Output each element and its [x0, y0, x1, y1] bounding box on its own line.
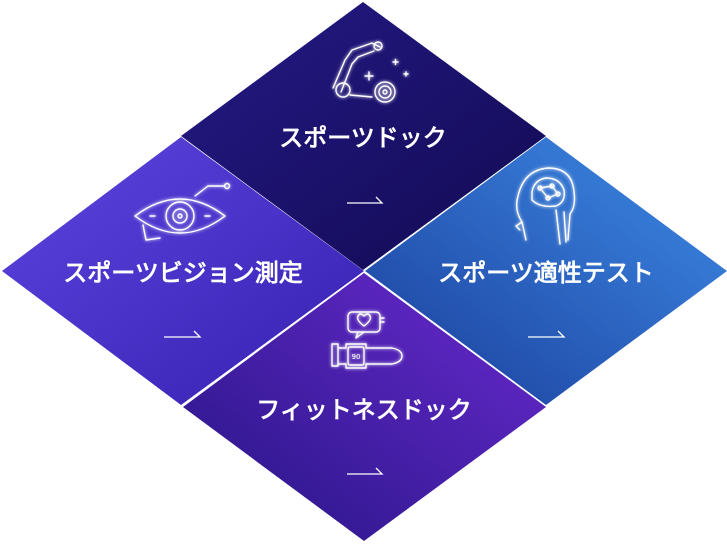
watch-heart-rate-glyph: 90	[352, 353, 361, 361]
tile-sports-dock[interactable]: スポーツドック	[181, 2, 546, 270]
tile-fitness-dock[interactable]: 90 フィットネスドック	[183, 273, 546, 541]
arrow-right-icon	[164, 330, 202, 338]
tile-sports-dock-label: スポーツドック	[279, 124, 447, 152]
tile-fitness-dock-shape	[183, 273, 546, 541]
tile-sports-vision-label: スポーツビジョン測定	[63, 259, 303, 287]
tile-sports-aptitude[interactable]: スポーツ適性テスト	[365, 137, 727, 405]
tile-sports-aptitude-shape	[365, 137, 727, 405]
head-brain-icon	[515, 167, 576, 245]
tile-fitness-dock-label: フィットネスドック	[256, 396, 472, 424]
robot-arm-icon	[332, 41, 409, 103]
tile-sports-aptitude-label: スポーツ適性テスト	[438, 259, 654, 287]
tile-sports-dock-shape	[181, 2, 546, 270]
smartwatch-heart-icon: 90	[331, 311, 403, 369]
arrow-right-icon	[347, 467, 384, 475]
tile-sports-vision-shape	[2, 137, 364, 405]
eye-scan-icon	[134, 182, 231, 241]
tile-sports-vision[interactable]: スポーツビジョン測定	[2, 137, 364, 405]
arrow-right-icon	[347, 196, 384, 204]
arrow-right-icon	[528, 330, 566, 338]
